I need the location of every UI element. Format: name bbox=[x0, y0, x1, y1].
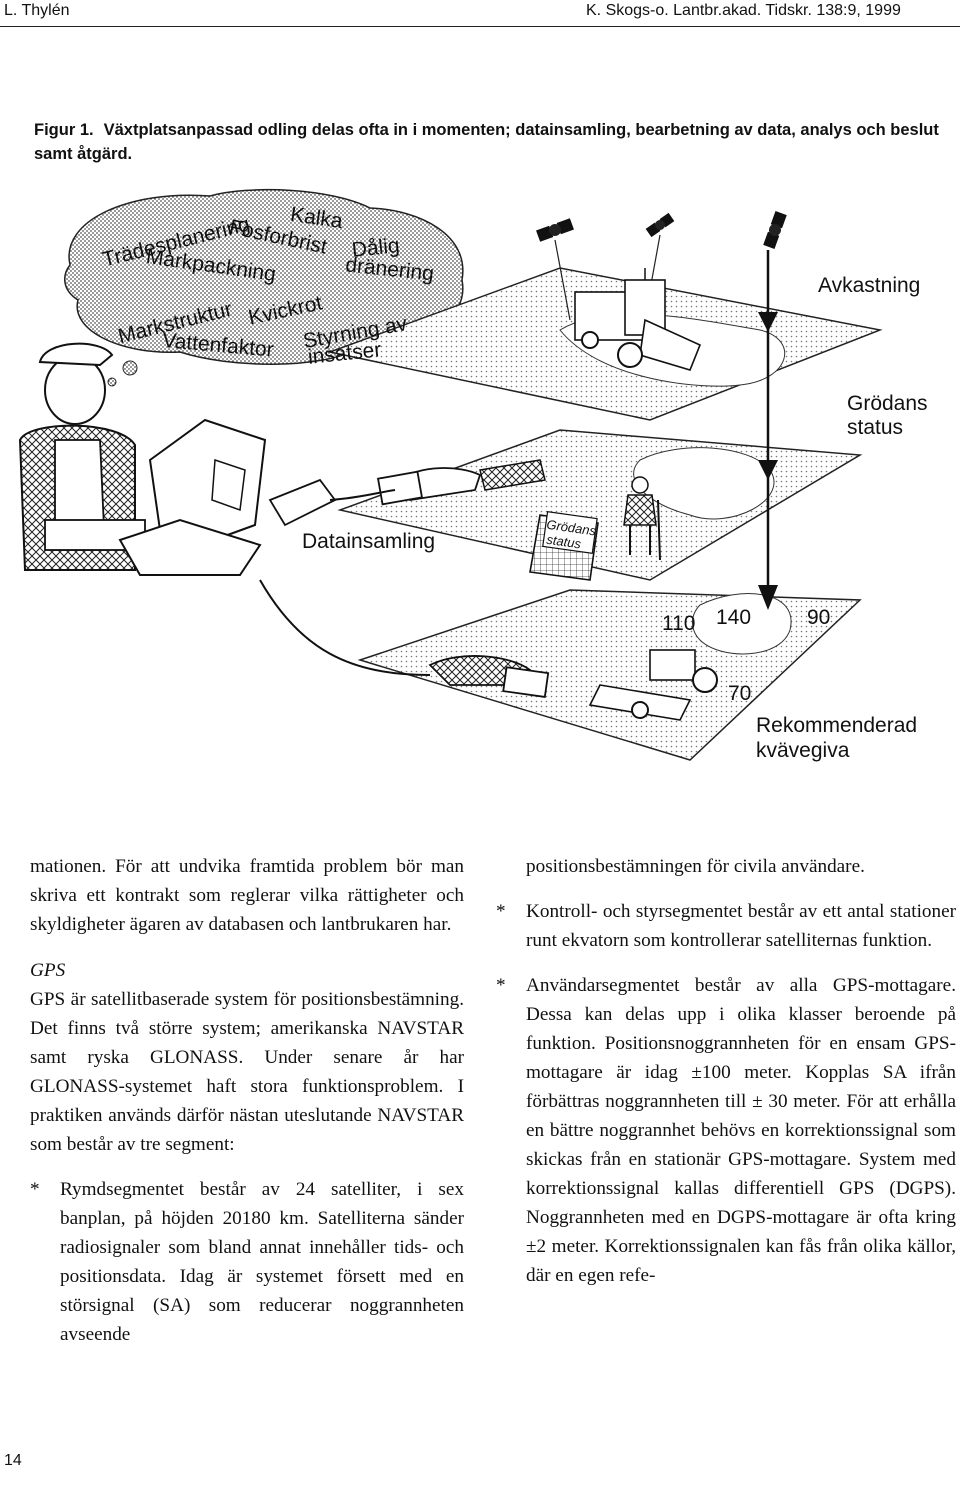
list-item: * Användarsegmentet består av alla GPS-m… bbox=[496, 971, 956, 1290]
label-value-110: 110 bbox=[662, 612, 695, 635]
label-datainsamling: Datainsamling bbox=[302, 530, 435, 553]
label-value-140: 140 bbox=[716, 606, 751, 629]
hand-card-icon bbox=[377, 459, 546, 506]
bullet-asterisk: * bbox=[496, 901, 506, 922]
computer-illustration bbox=[118, 418, 337, 576]
right-column: positionsbestämningen för civila använda… bbox=[496, 852, 956, 1290]
left-column: mationen. För att undvika framtida probl… bbox=[30, 852, 464, 1349]
header-rule bbox=[0, 26, 960, 27]
paragraph-continued: positionsbestämningen för civila använda… bbox=[526, 856, 865, 877]
satellite-icon bbox=[763, 211, 787, 249]
label-grodans-status: Grödans bbox=[847, 392, 928, 415]
bullet-asterisk: * bbox=[496, 975, 506, 996]
label-value-90: 90 bbox=[807, 606, 830, 629]
satellite-icon bbox=[645, 212, 675, 238]
figure-caption: Figur 1.Växtplatsanpassad odling delas o… bbox=[34, 118, 954, 166]
label-rekommenderad: Rekommenderad bbox=[756, 714, 917, 737]
figure-illustration: Trädesplanering Kalka Fosforbrist Dålig … bbox=[18, 188, 928, 762]
list-item: * Rymdsegmentet består av 24 satelliter,… bbox=[30, 1175, 464, 1349]
figure-caption-text: Växtplatsanpassad odling delas ofta in i… bbox=[34, 121, 939, 163]
label-avkastning: Avkastning bbox=[818, 274, 920, 297]
paragraph: mationen. För att undvika framtida probl… bbox=[30, 856, 464, 935]
figure-caption-label: Figur 1. bbox=[34, 121, 94, 139]
running-header-journal: K. Skogs-o. Lantbr.akad. Tidskr. 138:9, … bbox=[586, 2, 901, 19]
page-number: 14 bbox=[4, 1452, 22, 1469]
field-layer-crop-status bbox=[337, 429, 863, 581]
cloud-word: Dålig bbox=[351, 234, 401, 262]
list-item-text: Kontroll- och styrsegmentet består av et… bbox=[526, 901, 956, 951]
list-item-text: Rymdsegmentet består av 24 satelliter, i… bbox=[60, 1179, 464, 1345]
label-value-70: 70 bbox=[728, 682, 751, 705]
farmer-illustration bbox=[18, 342, 146, 571]
running-header-author: L. Thylén bbox=[4, 2, 70, 19]
combine-harvester-icon bbox=[574, 268, 702, 371]
label-sign-1: Grödans bbox=[546, 517, 598, 539]
list-item: * Kontroll- och styrsegmentet består av … bbox=[496, 897, 956, 955]
label-kvavegiva: kvävegiva bbox=[756, 739, 850, 762]
crop-status-sign bbox=[529, 511, 599, 581]
bullet-asterisk: * bbox=[30, 1179, 40, 1200]
list-item-text: Användarsegmentet består av alla GPS-mot… bbox=[526, 975, 956, 1286]
tractor-sprayer-icon bbox=[588, 649, 718, 721]
label-sign-2: status bbox=[546, 532, 583, 552]
paragraph: GPS är satellitbaserade system för posit… bbox=[30, 989, 464, 1155]
field-worker-illustration bbox=[623, 476, 661, 561]
hand-card-icon bbox=[428, 655, 550, 698]
section-heading: GPS bbox=[30, 960, 66, 981]
satellite-icon bbox=[536, 218, 574, 242]
label-grodans-status-2: status bbox=[847, 416, 903, 439]
